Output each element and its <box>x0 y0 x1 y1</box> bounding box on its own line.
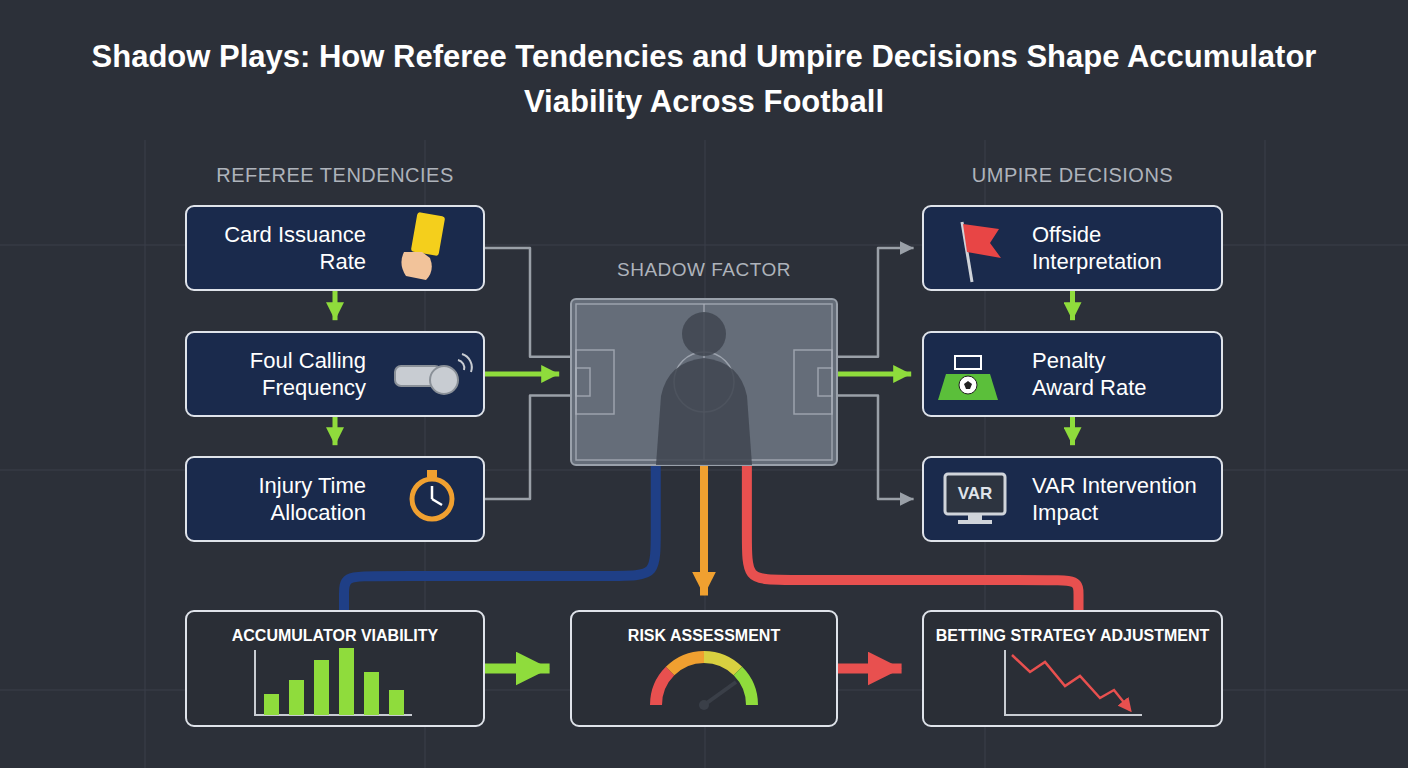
flow-connector <box>333 417 338 445</box>
pitch-patch <box>938 374 998 400</box>
flow-connector <box>485 395 570 499</box>
flow-connector <box>838 664 902 674</box>
decision-box: Offside Interpretation <box>922 205 1223 291</box>
chart-axes <box>255 650 412 715</box>
sound-wave <box>462 354 472 372</box>
flow-connector <box>333 291 338 320</box>
factor-box: Injury Time Allocation <box>185 456 485 542</box>
grid-line <box>145 140 146 768</box>
flow-connector <box>485 372 559 377</box>
outcome-box: ACCUMULATOR VIABILITY <box>185 610 485 727</box>
pitch-outline <box>576 304 832 460</box>
box-text: Card Issuance Rate <box>216 221 366 275</box>
sound-wave <box>458 360 464 370</box>
box-heading: BETTING STRATEGY ADJUSTMENT <box>925 612 1220 646</box>
monitor-screen <box>945 474 1005 514</box>
halfway-line <box>703 304 705 460</box>
trend-line <box>1012 655 1130 710</box>
gauge-segment <box>670 657 704 671</box>
grid-lines <box>0 140 1408 768</box>
box-text: Injury Time Allocation <box>216 472 366 526</box>
gauge-needle <box>704 682 736 705</box>
stopwatch-ring <box>412 479 452 519</box>
box-text: Penalty Award Rate <box>1032 347 1167 401</box>
centre-circle <box>674 352 734 412</box>
gauge-segment <box>656 671 670 705</box>
flow-connector <box>485 248 570 357</box>
box-text: VAR Intervention Impact <box>1032 472 1221 526</box>
penalty-box <box>794 350 832 414</box>
panel-heading: SHADOW FACTOR <box>572 258 836 282</box>
flow-connector <box>838 372 911 377</box>
decision-box: VAR Intervention Impact <box>922 456 1223 542</box>
chart-bar <box>339 648 354 715</box>
stopwatch-hand <box>432 499 442 505</box>
yellow-card-icon <box>401 212 445 280</box>
gauge-segment <box>738 671 752 705</box>
outcome-box: BETTING STRATEGY ADJUSTMENT <box>922 610 1223 727</box>
whistle-icon <box>395 354 472 394</box>
outcome-box: RISK ASSESSMENT <box>570 610 838 727</box>
factor-box: Foul Calling Frequency <box>185 331 485 417</box>
section-heading: REFEREE TENDENCIES <box>185 163 485 187</box>
goal-box <box>818 368 832 396</box>
box-heading: ACCUMULATOR VIABILITY <box>190 612 480 646</box>
grid-line <box>1265 140 1266 768</box>
silhouette <box>656 312 752 465</box>
box-text: Offside Interpretation <box>1032 221 1167 275</box>
flow-connector <box>344 466 656 610</box>
connector-group <box>335 248 1079 669</box>
shadow-factor-panel: SHADOW FACTOR <box>570 298 838 466</box>
gauge-hub <box>699 700 709 710</box>
stopwatch-hand <box>431 486 434 499</box>
yellow-card <box>411 212 446 256</box>
flow-connector <box>485 664 550 674</box>
whistle-chamber <box>430 366 458 394</box>
chart-bar <box>264 694 279 715</box>
gauge-icon <box>656 657 752 710</box>
flow-connector <box>1070 417 1075 445</box>
diagram-title: Shadow Plays: How Referee Tendencies and… <box>84 34 1324 124</box>
monitor-stand <box>968 514 982 520</box>
chart-bar <box>314 660 329 715</box>
gauge-segment <box>704 657 738 671</box>
stopwatch-button <box>427 470 437 477</box>
chart-bar <box>364 672 379 715</box>
silhouette-body <box>656 358 752 465</box>
hand <box>401 252 431 280</box>
flow-connector <box>1070 291 1075 320</box>
flow-connector <box>700 466 708 596</box>
flow-connector <box>838 248 914 357</box>
goal-box <box>576 368 590 396</box>
chart-bar <box>389 690 404 715</box>
penalty-box <box>576 350 614 414</box>
box-text: Foul Calling Frequency <box>216 347 366 401</box>
goal-frame <box>955 356 981 369</box>
penalty-icon <box>938 356 998 400</box>
flag-pole <box>962 222 972 282</box>
factor-box: Card Issuance Rate <box>185 205 485 291</box>
pitch-illustration <box>576 304 832 460</box>
monitor-base <box>958 520 992 524</box>
flow-connector <box>838 395 914 499</box>
bar-chart-icon <box>255 648 412 715</box>
chart-bar <box>289 680 304 715</box>
offside-flag-icon <box>962 222 1001 282</box>
flow-connector <box>747 466 1079 610</box>
chart-axes <box>1005 650 1142 715</box>
stopwatch-icon <box>412 470 452 519</box>
var-monitor-icon <box>945 474 1005 524</box>
section-heading: UMPIRE DECISIONS <box>922 163 1223 187</box>
decision-box: Penalty Award Rate <box>922 331 1223 417</box>
ball-patch <box>964 381 972 389</box>
silhouette-head <box>682 312 726 356</box>
football <box>959 376 977 394</box>
whistle-body <box>395 366 441 386</box>
trend-chart-icon <box>1005 650 1142 715</box>
box-heading: RISK ASSESSMENT <box>574 612 834 646</box>
flag-cloth <box>963 224 1001 258</box>
